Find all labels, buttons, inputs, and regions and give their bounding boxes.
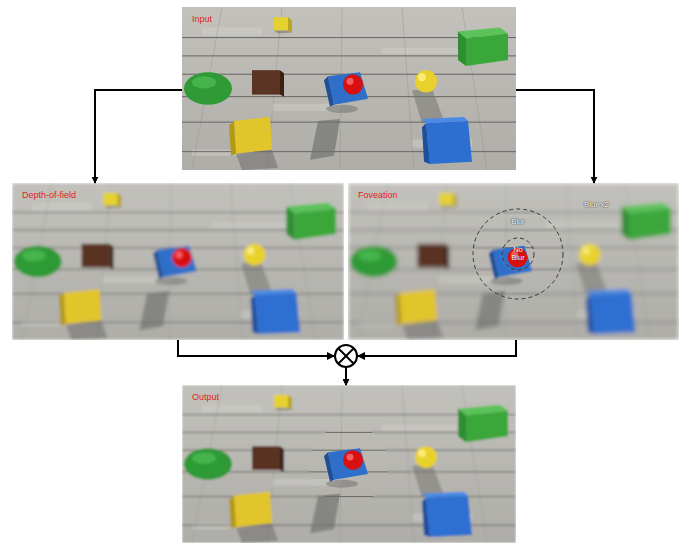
- panel-title: Output: [192, 392, 219, 402]
- flow-arrow: [95, 90, 182, 183]
- arrowhead: [327, 352, 335, 360]
- dof-scene: [12, 183, 344, 340]
- dashed-outline: [473, 209, 563, 299]
- foveation-sharp: [348, 183, 679, 340]
- foveation-panel: FoveationBlur No Blur: [348, 183, 679, 340]
- flow-arrow: [178, 340, 346, 385]
- multiply-circle: [335, 345, 357, 367]
- panel-title: Input: [192, 14, 212, 24]
- output-panel: Output: [182, 385, 516, 543]
- flow-arrow: [346, 340, 516, 385]
- dashed-outline: [502, 238, 534, 270]
- input-panel: Input: [182, 7, 516, 170]
- panel-title: Depth-of-field: [22, 190, 76, 200]
- foveation-mid: [348, 183, 679, 340]
- blur-label: No Blur: [507, 246, 529, 262]
- flow-arrow: [516, 90, 594, 183]
- arrowhead: [357, 352, 365, 360]
- panel-title: Foveation: [358, 190, 398, 200]
- multiply-cross: [339, 349, 354, 364]
- input-scene: [182, 7, 516, 170]
- foveation-scene: [348, 183, 679, 340]
- output-sharp: [182, 385, 516, 543]
- no-blur-circle: No Blur: [501, 237, 535, 271]
- dof-panel: Depth-of-field: [12, 183, 344, 340]
- blur-label: Blur: [472, 217, 564, 226]
- multiply-cross: [339, 349, 354, 364]
- blur-level-label: Blur x2: [584, 200, 609, 209]
- output-scene: [182, 385, 516, 543]
- blur-ring: Blur No Blur: [472, 208, 564, 300]
